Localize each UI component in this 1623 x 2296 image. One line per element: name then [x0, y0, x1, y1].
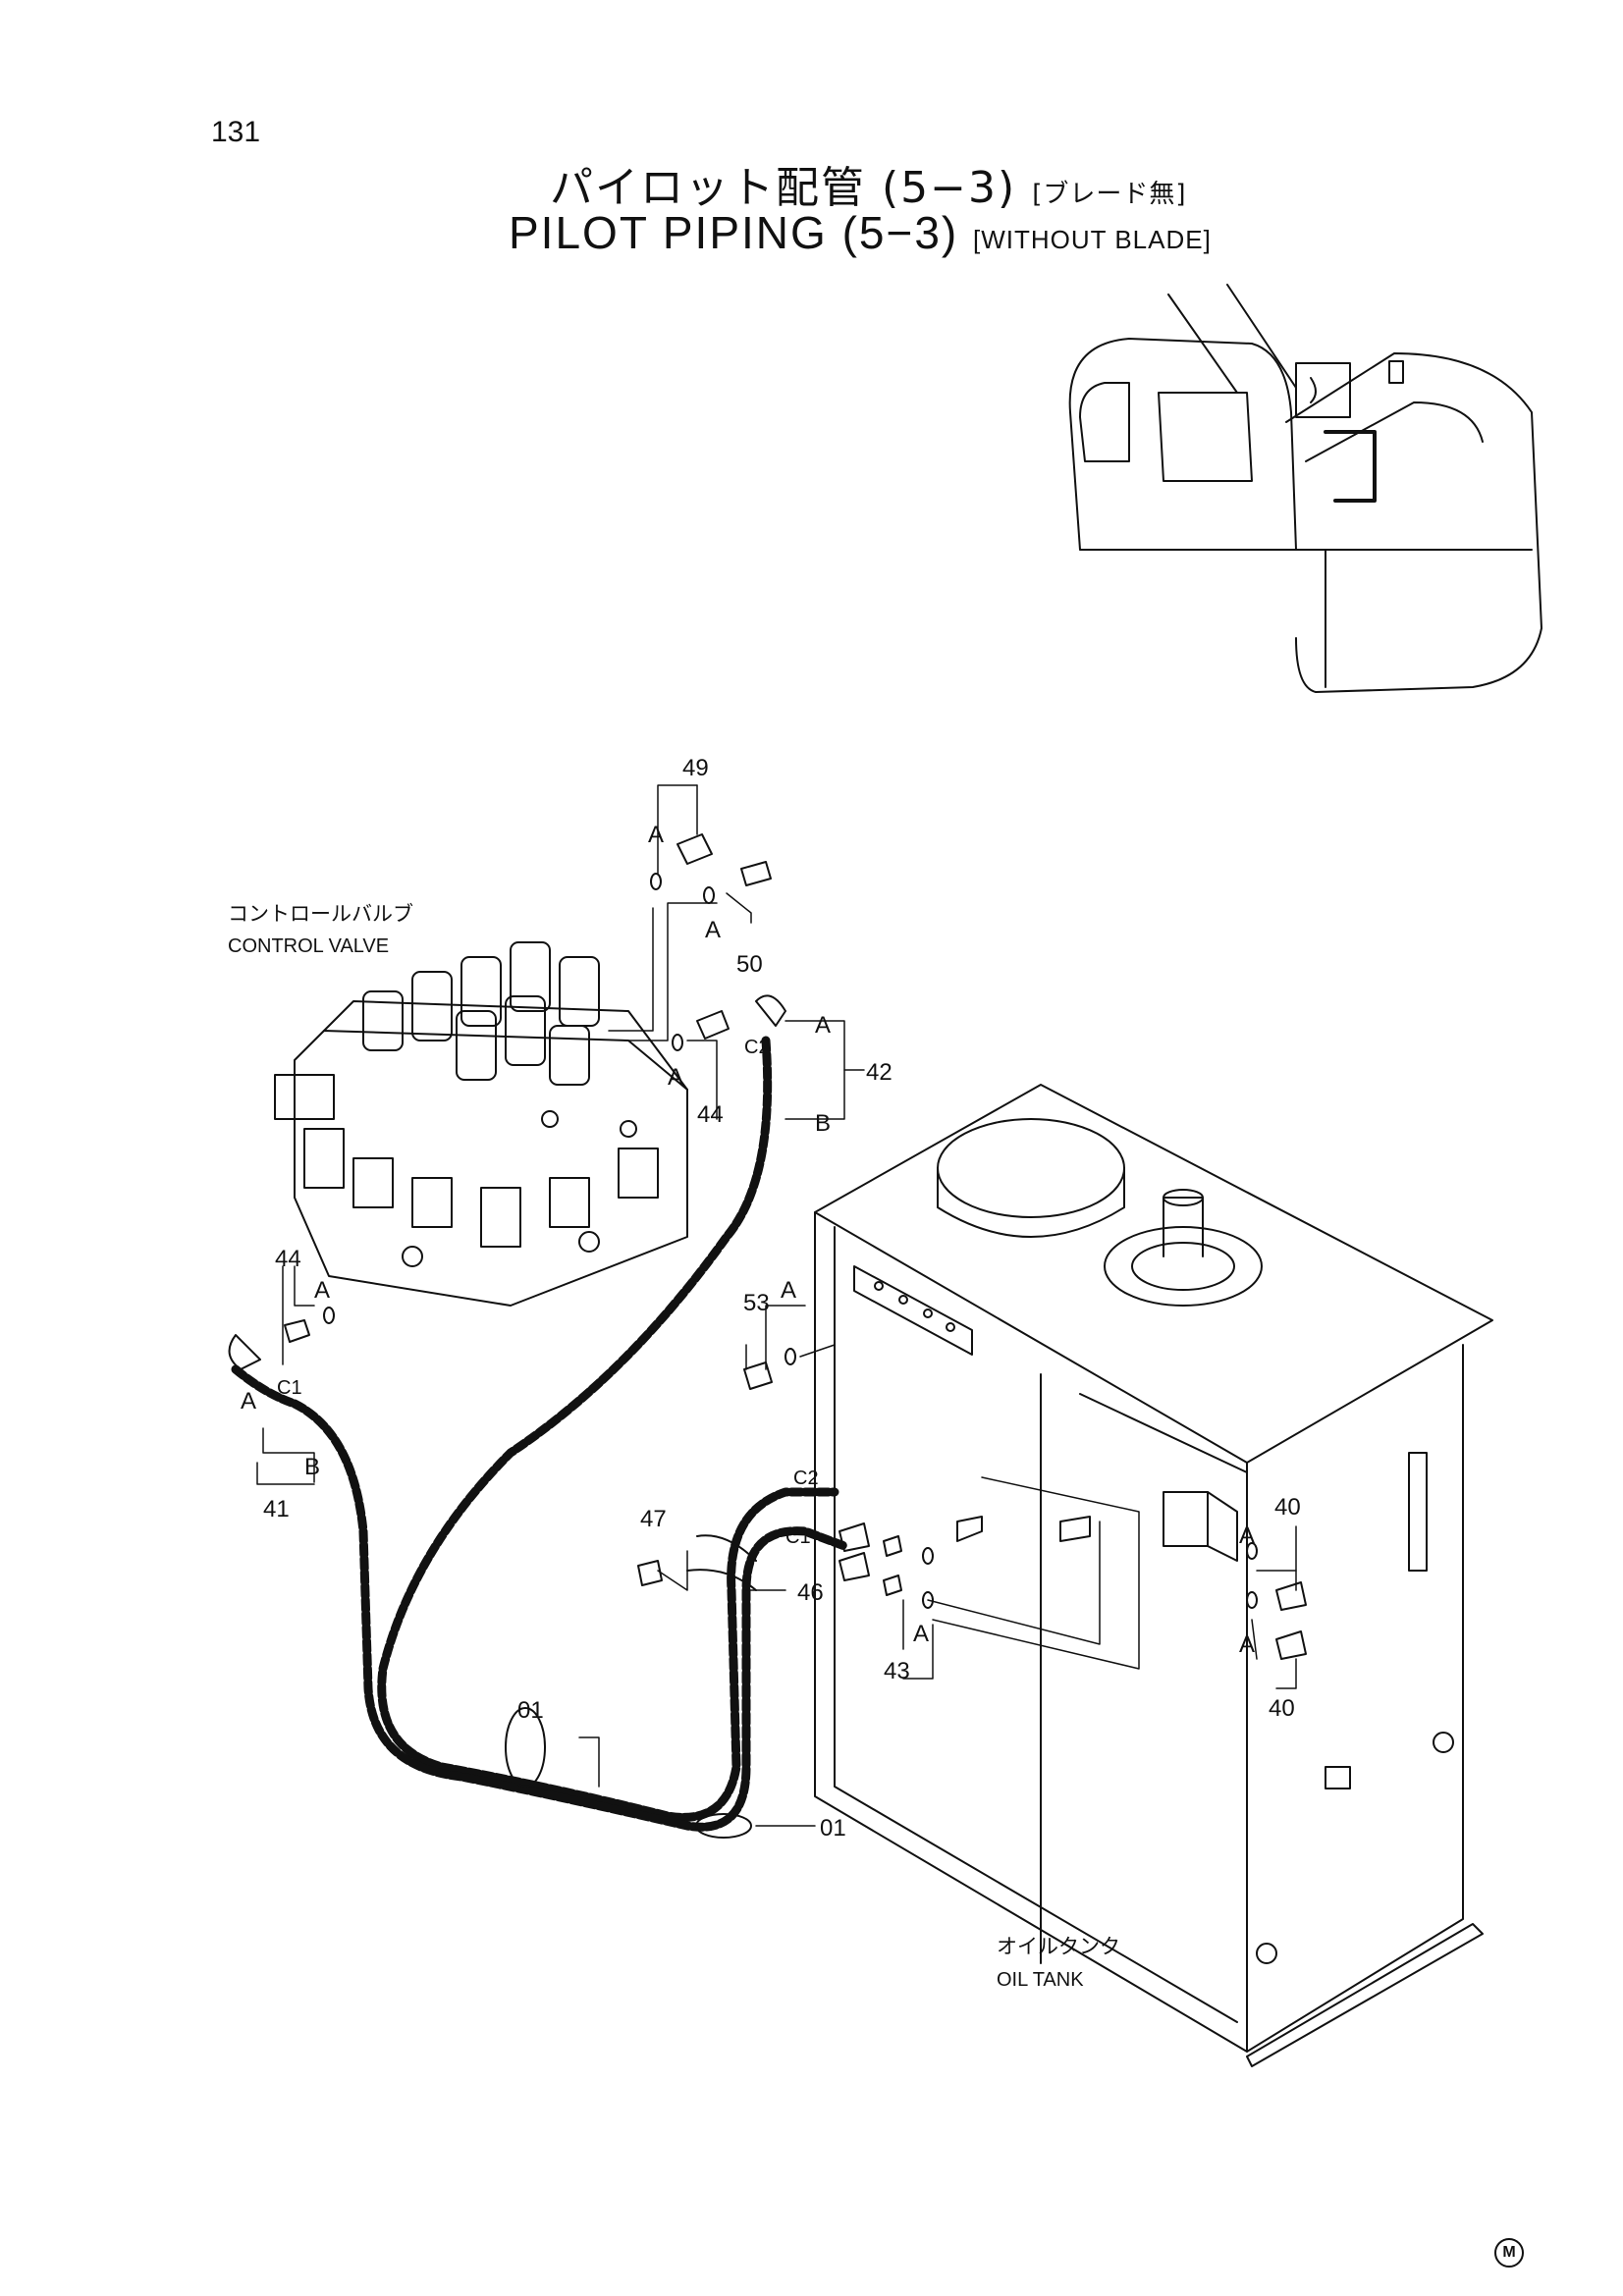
- port-label-a: A: [781, 1277, 796, 1304]
- port-label-a: A: [1239, 1631, 1255, 1658]
- callout-49: 49: [682, 755, 709, 781]
- port-label-a: A: [705, 917, 721, 943]
- callout-53: 53: [743, 1290, 770, 1316]
- callout-40-bottom: 40: [1269, 1695, 1295, 1722]
- port-label-c1: C1: [277, 1377, 302, 1399]
- page-number: 131: [211, 116, 261, 148]
- port-label-a: A: [913, 1621, 929, 1647]
- leader-lines: [256, 784, 1297, 1827]
- callout-41: 41: [263, 1496, 290, 1522]
- port-label-c2: C2: [744, 1037, 770, 1058]
- title-japanese: パイロット配管 (5−3) [ブレード無]: [550, 152, 1186, 215]
- control-valve-drawing: [274, 941, 688, 1307]
- callout-42: 42: [866, 1059, 893, 1086]
- title-ja-sub: [ブレード無]: [1032, 180, 1187, 209]
- oil-tank-drawing: [814, 1084, 1493, 2067]
- control-valve-label-en: CONTROL VALVE: [228, 935, 389, 957]
- callout-01-right: 01: [820, 1815, 846, 1842]
- port-label-a: A: [314, 1277, 330, 1304]
- callout-40-top: 40: [1274, 1494, 1301, 1521]
- port-labels: A A A A B C2 A C1 A B A C2 C1 A A A: [241, 822, 1255, 1658]
- title-en-main: PILOT PIPING (5−3): [509, 207, 959, 258]
- port-label-a: A: [815, 1012, 831, 1039]
- title-ja-main: パイロット配管 (5−3): [550, 163, 1017, 213]
- component-labels: コントロールバルブ CONTROL VALVE オイルタンク OIL TANK: [228, 902, 1120, 1991]
- excavator-locator-sketch: [1068, 284, 1542, 693]
- port-label-a: A: [668, 1064, 683, 1091]
- port-label-a: A: [648, 822, 664, 848]
- callout-44-top: 44: [697, 1101, 724, 1128]
- hose-42: [377, 1036, 839, 1822]
- oil-tank-label-ja: オイルタンク: [997, 1935, 1120, 1958]
- fittings: [228, 833, 1307, 1839]
- port-label-a: A: [241, 1388, 256, 1415]
- port-label-c2: C2: [793, 1468, 819, 1489]
- port-label-a: A: [1239, 1522, 1255, 1549]
- manual-mark: M: [1494, 2238, 1524, 2268]
- title-en-sub: [WITHOUT BLADE]: [973, 225, 1212, 254]
- callout-50: 50: [736, 951, 763, 978]
- control-valve-label-ja: コントロールバルブ: [228, 902, 413, 926]
- port-label-b: B: [815, 1110, 831, 1137]
- oil-tank-label-en: OIL TANK: [997, 1969, 1084, 1991]
- callout-47: 47: [640, 1506, 667, 1532]
- hose-41: [231, 1364, 849, 1832]
- callout-46: 46: [797, 1579, 824, 1606]
- part-callouts: 49 50 42 44 44 53 41 47 46 43 40 40 01 0…: [263, 755, 1301, 1842]
- callout-43: 43: [884, 1658, 910, 1684]
- callout-01-left: 01: [517, 1697, 544, 1724]
- callout-44-left: 44: [275, 1246, 301, 1272]
- title-english: PILOT PIPING (5−3) [WITHOUT BLADE]: [509, 206, 1212, 259]
- port-label-b: B: [304, 1454, 320, 1480]
- port-label-c1: C1: [785, 1526, 811, 1548]
- o-rings: [323, 873, 1258, 1609]
